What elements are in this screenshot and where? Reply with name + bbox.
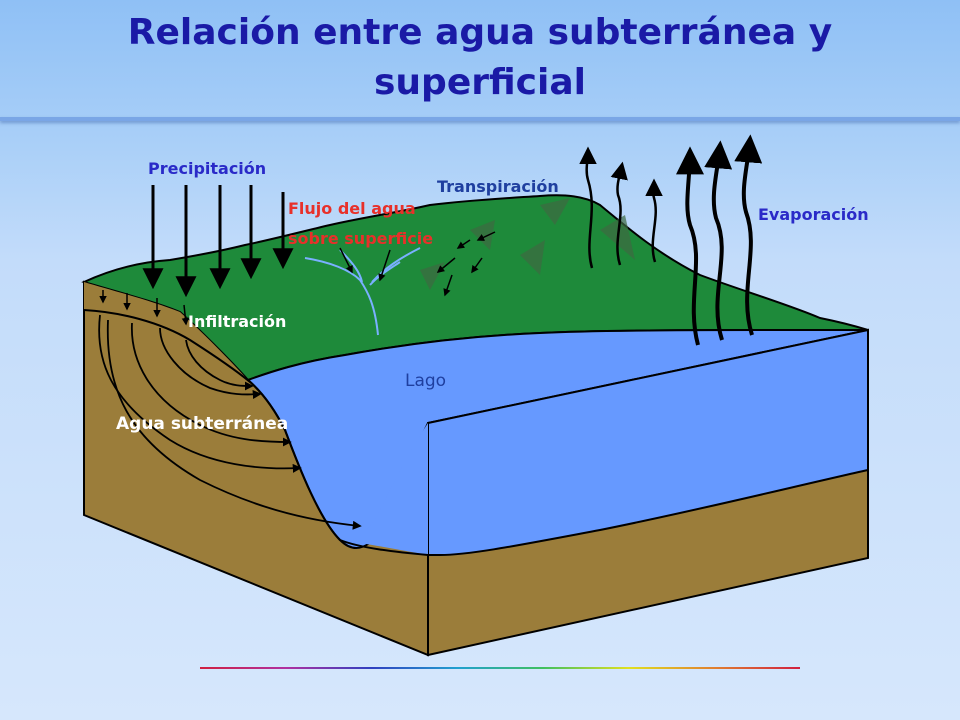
page-title: Relación entre agua subterránea y superf… [127,12,833,103]
surface-flow-label-line2: sobre superficie [288,229,434,248]
lake-label: Lago [405,371,447,391]
title-divider [0,117,960,121]
bottom-divider [200,667,800,669]
stream [304,257,379,336]
lake-front-face [427,328,869,556]
precipitation-label: Precipitación [148,159,267,178]
surface-flow-label-line1: Flujo del agua [288,199,416,218]
precipitation-arrows [142,185,294,298]
surface-flow-arrows [339,231,496,297]
infiltration-arrows [99,290,190,326]
evaporation-label: Evaporación [758,205,869,224]
groundwater-flow-arrows [98,314,362,530]
hill-shade [520,240,545,275]
transpiration-arrows [579,146,663,269]
groundwater-label: Agua subterránea [116,414,289,434]
transpiration-label: Transpiración [437,177,559,196]
hill-shade [540,198,570,225]
infiltration-label: Infiltración [188,312,287,331]
evaporation-arrows [675,134,763,346]
